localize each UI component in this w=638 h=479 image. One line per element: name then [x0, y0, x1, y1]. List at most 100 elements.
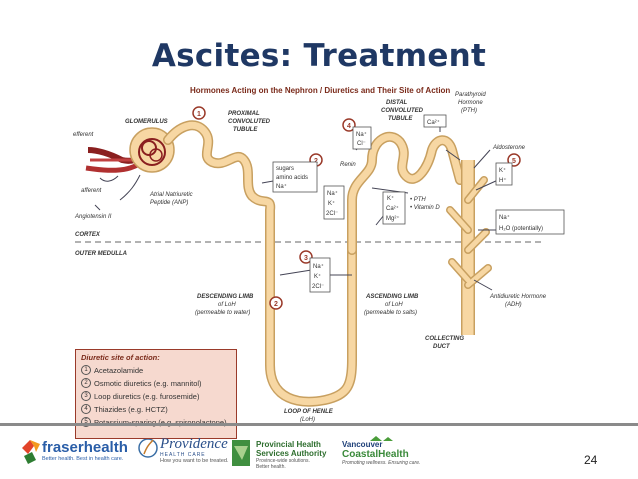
ca-box — [423, 114, 447, 128]
h2o-box-line1: Na⁺ — [499, 214, 510, 221]
asc-limb-label-3: (permeable to salts) — [364, 310, 417, 316]
pct-label-2: CONVOLUTED — [228, 119, 271, 125]
diagram-title: Hormones Acting on the Nephron / Diureti… — [190, 86, 451, 95]
collecting-label-2: DUCT — [433, 344, 451, 350]
pth-label-2: Hormone — [458, 100, 483, 106]
phsa-tagline-2: Better health. — [256, 464, 286, 470]
mg-box-line2: Ca²⁺ — [386, 205, 399, 212]
collecting-label-1: COLLECTING — [425, 336, 464, 342]
providence-logo-mark — [138, 438, 158, 458]
site-2b-number: 2 — [274, 301, 278, 308]
site3-box-line2: K⁺ — [314, 273, 321, 280]
legend-text: Thiazides (e.g. HCTZ) — [94, 404, 168, 414]
page-number: 24 — [584, 453, 598, 467]
phsa-tagline-1: Province-wide solutions. — [256, 458, 310, 464]
cortex-label: CORTEX — [75, 232, 101, 238]
glomerulus-label: GLOMERULUS — [125, 119, 168, 125]
site5-box-line1: K⁺ — [499, 167, 506, 174]
legend-text: Acetazolamide — [94, 365, 144, 375]
mg-box — [382, 191, 406, 225]
asc-box-line1: Na⁺ — [327, 190, 338, 197]
site3-box-line3: 2Cl⁻ — [312, 284, 324, 290]
dct-label-3: TUBULE — [388, 116, 413, 122]
site2-box — [272, 161, 318, 193]
phsa-logo: Provincial Health Services Authority Pro… — [256, 440, 326, 470]
adh-label-2: (ADH) — [505, 302, 522, 308]
pth-label-1: Parathyroid — [455, 92, 486, 98]
fraser-logo-mark — [22, 440, 40, 464]
pth-vitd-label-1: • PTH — [410, 197, 426, 203]
efferent-label: efferent — [73, 132, 94, 138]
vch-logo-mark — [370, 436, 393, 441]
asc-limb-label-1: ASCENDING LIMB — [365, 294, 419, 300]
legend-number: 3 — [81, 391, 91, 401]
vch-name-2: CoastalHealth — [342, 449, 409, 460]
collecting-duct — [446, 160, 492, 335]
legend-text: Loop diuretics (e.g. furosemide) — [94, 391, 200, 401]
site3-box-line1: Na⁺ — [313, 263, 324, 270]
legend-number: 2 — [81, 378, 91, 388]
dct-label-1: DISTAL — [386, 100, 408, 106]
aldosterone-label: Aldosterone — [492, 145, 526, 151]
desc-limb-label-1: DESCENDING LIMB — [197, 294, 254, 300]
site-5-number: 5 — [512, 158, 516, 165]
renin-label: Renin — [340, 162, 356, 168]
adh-label-1: Antidiuretic Hormone — [489, 294, 547, 300]
fraserhealth-name: fraserhealth — [42, 439, 128, 456]
mg-box-line3: Mg²⁺ — [386, 215, 400, 222]
fraserhealth-tagline: Better health. Best in health care. — [42, 456, 124, 462]
site4-box — [352, 126, 372, 150]
site5-box-line2: H⁺ — [499, 177, 507, 184]
h2o-box — [495, 209, 565, 235]
site4-box-line2: Cl⁻ — [357, 141, 366, 147]
pct-label-1: PROXIMAL — [228, 111, 260, 117]
providence-name: Providence — [160, 436, 228, 452]
legend-heading: Diuretic site of action: — [81, 353, 160, 362]
asc-box-line2: K⁺ — [328, 200, 335, 207]
afferent-label: afferent — [81, 188, 102, 194]
asc-box — [323, 185, 345, 220]
slide-title: Ascites: Treatment — [151, 38, 487, 74]
vch-name-1: Vancouver — [342, 440, 383, 449]
h2o-box-line2: H₂O (potentially) — [499, 226, 543, 232]
legend-number: 4 — [81, 404, 91, 414]
mg-box-line1: K⁺ — [387, 195, 394, 202]
site-4-number: 4 — [347, 123, 351, 130]
legend-text: Osmotic diuretics (e.g. mannitol) — [94, 378, 202, 388]
anp-label-2: Peptide (ANP) — [150, 200, 188, 206]
asc-box-line3: 2Cl⁻ — [326, 211, 338, 217]
site2-box-line3: Na⁺ — [276, 183, 287, 190]
site-numbers: 1 2 2 3 4 5 — [197, 111, 516, 308]
ion-boxes — [272, 114, 565, 293]
loop-label-1: LOOP OF HENLE — [284, 409, 334, 415]
asc-limb-label-2: of LoH — [385, 302, 403, 308]
ca-box-line1: Ca²⁺ — [427, 119, 440, 126]
legend-text: Potassium-sparing (e.g. spironolactone) — [94, 417, 227, 427]
pct-label-3: TUBULE — [233, 127, 258, 133]
site-markers — [192, 106, 521, 310]
fraserhealth-logo: fraserhealth Better health. Best in heal… — [42, 439, 128, 463]
phsa-name-2: Services Authority — [256, 449, 327, 458]
pth-label-3: (PTH) — [461, 108, 477, 114]
site2-box-line2: amino acids — [276, 175, 308, 181]
providence-tagline: How you want to be treated. — [160, 458, 229, 464]
site-3-number: 3 — [304, 255, 308, 262]
legend-number: 5 — [81, 417, 91, 427]
footer-divider — [0, 423, 638, 426]
angiotensin-label: Angiotensin II — [74, 214, 112, 220]
site-1-number: 1 — [197, 111, 201, 118]
anp-label-1: Atrial Natriuretic — [149, 192, 193, 198]
pth-vitd-label-2: • Vitamin D — [410, 205, 440, 211]
legend-number: 1 — [81, 365, 91, 375]
phsa-name-1: Provincial Health — [256, 440, 321, 449]
desc-limb-label-3: (permeable to water) — [195, 310, 250, 316]
loop-label-2: (LoH) — [300, 417, 315, 423]
providence-sub: HEALTH CARE — [160, 452, 206, 458]
medulla-label: OUTER MEDULLA — [75, 251, 127, 257]
site-2-number: 2 — [314, 158, 318, 165]
